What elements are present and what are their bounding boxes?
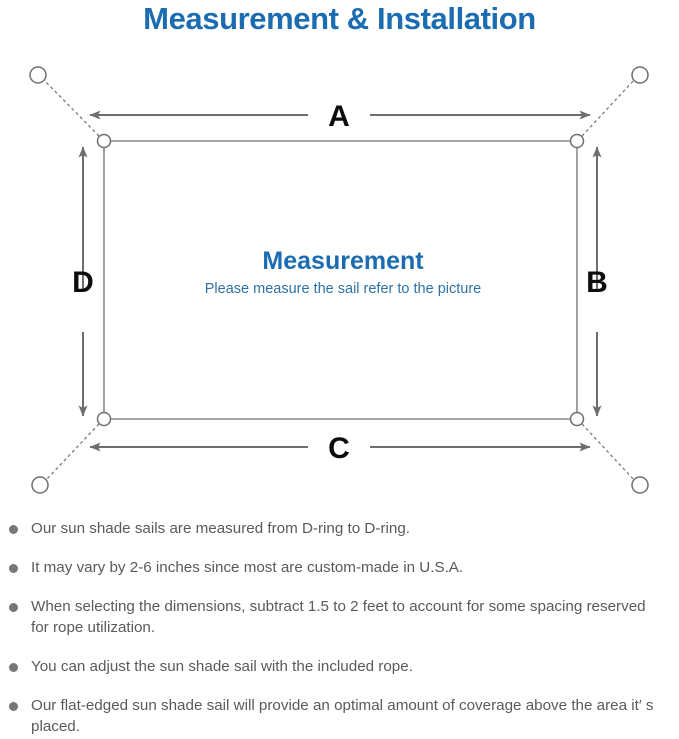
rope-top-left (42, 78, 100, 137)
list-item: Our sun shade sails are measured from D-… (0, 518, 661, 539)
notes-list: Our sun shade sails are measured from D-… (0, 518, 679, 737)
list-item: It may vary by 2-6 inches since most are… (0, 557, 661, 578)
d-ring-bottom-left-icon (96, 411, 112, 427)
sail-shape (103, 140, 578, 420)
anchor-bottom-right-icon (631, 476, 649, 494)
diagram-canvas: A C D B Measurement Please measure the s… (29, 66, 649, 494)
d-ring-top-right-icon (569, 133, 585, 149)
d-ring-top-left-icon (96, 133, 112, 149)
note-text: Our flat-edged sun shade sail will provi… (31, 697, 654, 735)
note-text: It may vary by 2-6 inches since most are… (31, 559, 464, 576)
anchor-top-right-icon (631, 66, 649, 84)
bullet-icon (9, 603, 18, 612)
dimension-b-label: B (586, 266, 608, 299)
rope-top-right (581, 78, 636, 137)
rope-bottom-right (581, 423, 636, 482)
bullet-icon (9, 663, 18, 672)
note-text: When selecting the dimensions, subtract … (31, 598, 646, 636)
dimension-a-label: A (328, 100, 350, 133)
d-ring-bottom-right-icon (569, 411, 585, 427)
bullet-icon (9, 702, 18, 711)
anchor-bottom-left-icon (31, 476, 49, 494)
sail-center-subtitle: Please measure the sail refer to the pic… (205, 281, 481, 297)
anchor-top-left-icon (29, 66, 47, 84)
bullet-icon (9, 525, 18, 534)
dimension-a: A (89, 100, 591, 133)
dimension-c-label: C (328, 432, 350, 465)
note-text: You can adjust the sun shade sail with t… (31, 658, 413, 675)
measurement-diagram: A C D B Measurement Please measure the s… (0, 50, 679, 510)
rope-bottom-left (44, 423, 100, 482)
dimension-c: C (89, 432, 591, 465)
bullet-icon (9, 564, 18, 573)
dimension-d-label: D (72, 266, 94, 299)
list-item: When selecting the dimensions, subtract … (0, 596, 661, 638)
dimension-d: D (72, 146, 94, 417)
dimension-b: B (586, 146, 608, 417)
sail-center-title: Measurement (262, 247, 424, 275)
note-text: Our sun shade sails are measured from D-… (31, 520, 410, 537)
list-item: You can adjust the sun shade sail with t… (0, 656, 661, 677)
list-item: Our flat-edged sun shade sail will provi… (0, 695, 661, 737)
page-title: Measurement & Installation (143, 1, 536, 36)
